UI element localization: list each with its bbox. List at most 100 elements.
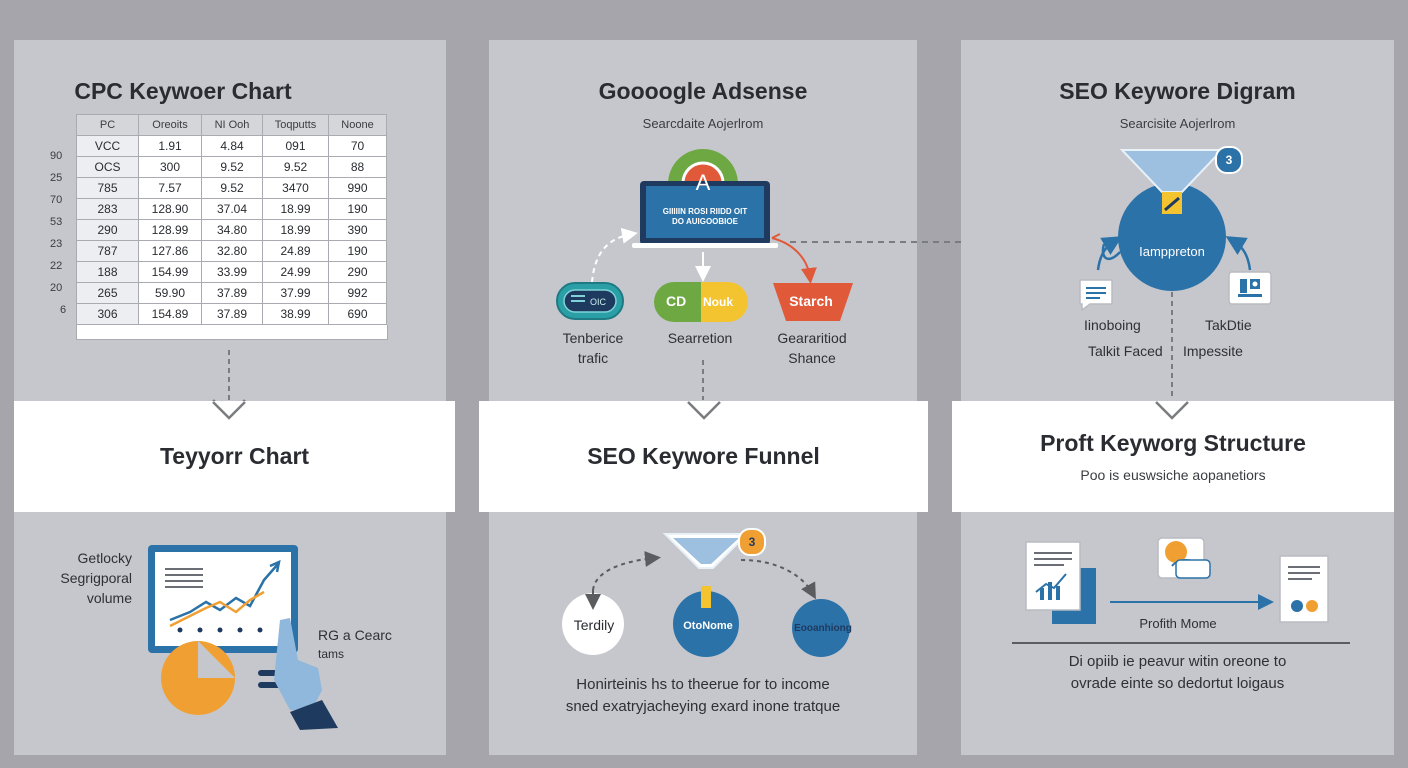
table-cell: 59.90 bbox=[138, 282, 202, 304]
chevron-down-icon bbox=[1155, 401, 1189, 420]
bottom-right-paragraph: Di opiib ie peavur witin oreone to ovrad… bbox=[961, 651, 1394, 695]
seo-funnel-diagram bbox=[1096, 149, 1252, 400]
table-cell: 990 bbox=[328, 177, 387, 199]
seo-funnel-bottom-diagram bbox=[562, 533, 850, 657]
table-cell: 265 bbox=[76, 282, 139, 304]
table-cell: 37.89 bbox=[201, 282, 263, 304]
table-cell: 1.91 bbox=[138, 135, 202, 157]
label-geararitiod: Geararitiod Shance bbox=[762, 328, 862, 368]
funnel-badge: 3 bbox=[738, 528, 766, 556]
table-cell: 154.89 bbox=[138, 303, 202, 325]
table-cell: 190 bbox=[328, 240, 387, 262]
table-cell: 9.52 bbox=[262, 156, 329, 178]
table-cell: 154.99 bbox=[138, 261, 202, 283]
row-label: 22 bbox=[50, 260, 63, 272]
table-cell: 690 bbox=[328, 303, 387, 325]
table-cell: 300 bbox=[138, 156, 202, 178]
row-label: 90 bbox=[50, 150, 63, 162]
table-cell: 128.90 bbox=[138, 198, 202, 220]
label-searretion: Searretion bbox=[667, 330, 733, 346]
table-cell: 18.99 bbox=[262, 198, 329, 220]
table-cell: 785 bbox=[76, 177, 139, 199]
label-line: RG a Cearc bbox=[318, 627, 392, 643]
paragraph-line: ovrade einte so dedortut loigaus bbox=[1070, 675, 1285, 692]
label-inoboing: Iinoboing bbox=[1084, 317, 1141, 333]
table-cell: 787 bbox=[76, 240, 139, 262]
column-header: NI Ooh bbox=[201, 114, 263, 136]
band-title: Teyyorr Chart bbox=[159, 443, 310, 469]
circle-terdily: Terdily bbox=[573, 617, 615, 633]
table-cell: 37.89 bbox=[201, 303, 263, 325]
label-line: Geararitiod bbox=[777, 330, 847, 346]
table-cell: OCS bbox=[76, 156, 139, 178]
row-label: 70 bbox=[50, 194, 63, 206]
pill-mid-b: Nouk bbox=[703, 295, 733, 309]
row-label: 25 bbox=[50, 172, 63, 184]
table-cell: 7.57 bbox=[138, 177, 202, 199]
circle-otonome: OtoNome bbox=[683, 620, 733, 632]
cpc-chart-title: CPC Keywoer Chart bbox=[74, 78, 292, 104]
column-header: Noone bbox=[328, 114, 387, 136]
adsense-monitor-icon bbox=[632, 149, 778, 248]
chevron-down-icon bbox=[687, 401, 721, 420]
table-cell: 18.99 bbox=[262, 219, 329, 241]
label-line: Segrigporal bbox=[60, 570, 132, 586]
seo-diagram-subtitle: Searcisite Aojerlrom bbox=[1119, 116, 1236, 131]
profile-card-icon bbox=[1228, 271, 1272, 305]
analytics-screen-icon bbox=[148, 545, 338, 730]
traffic-pill-icon bbox=[556, 282, 624, 320]
table-cell: 290 bbox=[76, 219, 139, 241]
label-line: Getlocky bbox=[77, 550, 132, 566]
divider bbox=[1012, 642, 1350, 644]
adsense-subtitle: Searcdaite Aojerlrom bbox=[642, 116, 764, 131]
table-cell: 32.80 bbox=[201, 240, 263, 262]
pill-right-label: Starch bbox=[789, 293, 833, 309]
label-impessite: Impessite bbox=[1183, 343, 1243, 359]
bottom-mid-paragraph: Honirteinis hs to theerue for to income … bbox=[489, 674, 917, 718]
circle-eooanhiong: Eooanhiong bbox=[794, 623, 852, 634]
table-cell: 128.99 bbox=[138, 219, 202, 241]
row-label: 6 bbox=[60, 304, 67, 316]
column-header: Oreoits bbox=[138, 114, 202, 136]
table-cell: 190 bbox=[328, 198, 387, 220]
pill-mid-a: CD bbox=[666, 293, 687, 309]
table-cell: 9.52 bbox=[201, 177, 263, 199]
label-line: Shance bbox=[788, 350, 836, 366]
table-cell: VCC bbox=[76, 135, 139, 157]
paragraph-line: Honirteinis hs to theerue for to income bbox=[576, 676, 830, 693]
document-icon bbox=[1079, 279, 1113, 312]
row-label: 23 bbox=[50, 238, 63, 250]
row-label: 20 bbox=[50, 282, 63, 294]
band-teyyorr-chart: Teyyorr Chart bbox=[14, 401, 455, 512]
label-takdtie: TakDtie bbox=[1205, 317, 1252, 333]
adsense-title: Goooogle Adsense bbox=[598, 78, 808, 104]
adsense-connectors bbox=[591, 227, 817, 400]
table-footer bbox=[76, 325, 388, 340]
searretion-pill-icon bbox=[654, 282, 748, 322]
table-cell: 24.89 bbox=[262, 240, 329, 262]
seo-diagram-title: SEO Keywore Digram bbox=[1059, 78, 1296, 104]
label-line: Tenberice bbox=[562, 330, 624, 346]
seo-badge: 3 bbox=[1215, 146, 1243, 174]
band-title: SEO Keywore Funnel bbox=[587, 443, 820, 469]
table-cell: 992 bbox=[328, 282, 387, 304]
table-cell: 188 bbox=[76, 261, 139, 283]
table-header-row: PC Oreoits NI Ooh Toqputts Noone bbox=[76, 114, 387, 136]
band-subtitle: Poo is euswsiche aopanetiors bbox=[1080, 467, 1266, 483]
column-header: PC bbox=[76, 114, 139, 136]
pill-left-label: OIC bbox=[590, 297, 607, 307]
table-cell: 70 bbox=[328, 135, 387, 157]
table-cell: 88 bbox=[328, 156, 387, 178]
row-label: 53 bbox=[50, 216, 63, 228]
profit-structure-diagram bbox=[1025, 537, 1329, 624]
monitor-text-line: GIIIIIN ROSI RIIDD OIT bbox=[662, 207, 748, 216]
label-line: trafic bbox=[577, 350, 609, 366]
table-cell: 283 bbox=[76, 198, 139, 220]
